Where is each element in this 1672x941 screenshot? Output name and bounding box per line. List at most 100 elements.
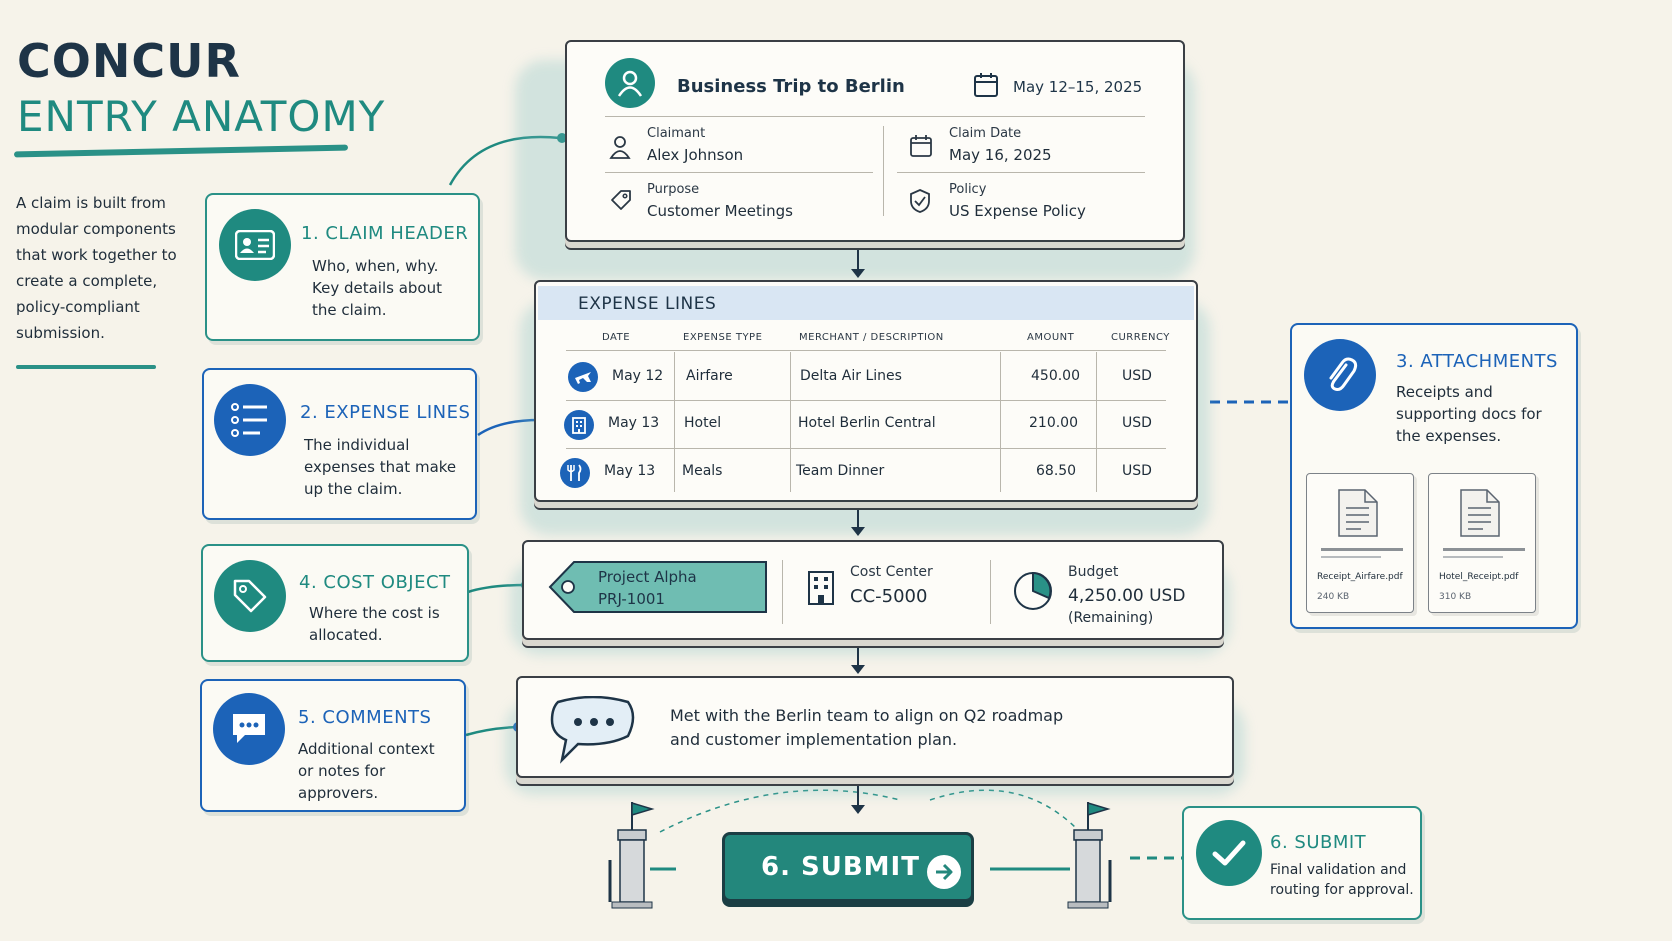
budget-label: Budget — [1068, 564, 1119, 580]
list-icon — [214, 384, 286, 456]
flow-arrow — [851, 786, 865, 814]
callout-comments: 5. COMMENTS Additional context or notes … — [200, 679, 466, 812]
trip-title: Business Trip to Berlin — [677, 76, 905, 97]
trip-dates: May 12–15, 2025 — [1013, 78, 1143, 96]
callout-desc: The individual expenses that make up the… — [304, 436, 457, 498]
flow-arrow — [851, 648, 865, 674]
table-row[interactable]: May 12 Airfare Delta Air Lines 450.00 US… — [536, 352, 1196, 400]
calendar-icon — [974, 73, 998, 97]
attachment-file[interactable]: Receipt_Airfare.pdf 240 KB — [1306, 473, 1414, 613]
callout-title: 5. COMMENTS — [298, 707, 432, 728]
tag-icon — [214, 560, 286, 632]
row-merchant: Hotel Berlin Central — [798, 415, 936, 431]
submit-button[interactable]: 6. SUBMIT — [722, 832, 974, 902]
check-icon — [1196, 820, 1262, 886]
claimant-label: Claimant — [647, 126, 706, 141]
attachment-file[interactable]: Hotel_Receipt.pdf 310 KB — [1428, 473, 1536, 613]
cost-object-panel: Project Alpha PRJ-1001 Cost Center CC-50… — [522, 540, 1224, 640]
row-date: May 12 — [612, 368, 664, 384]
pie-chart-icon — [1014, 571, 1052, 610]
purpose-value: Customer Meetings — [647, 202, 793, 220]
project-tag[interactable]: Project Alpha PRJ-1001 — [548, 558, 770, 616]
callout-desc: Additional context or notes for approver… — [298, 740, 435, 802]
flow-arrow — [851, 510, 865, 536]
document-icon — [1338, 489, 1378, 537]
building-icon — [808, 571, 834, 605]
airplane-icon — [568, 362, 598, 392]
cost-center-label: Cost Center — [850, 564, 933, 580]
callout-title: 1. CLAIM HEADER — [301, 223, 469, 244]
callout-cost-object: 4. COST OBJECT Where the cost is allocat… — [201, 544, 469, 662]
attachment-size: 240 KB — [1317, 592, 1350, 602]
column-header: CURRENCY — [1111, 332, 1170, 343]
purpose-label: Purpose — [647, 182, 700, 197]
callout-title: 6. SUBMIT — [1270, 832, 1367, 853]
row-type: Airfare — [686, 368, 733, 384]
row-type: Meals — [682, 463, 723, 479]
speech-bubble-icon — [550, 696, 635, 764]
callout-desc: Receipts and supporting docs for the exp… — [1396, 383, 1542, 445]
row-merchant: Team Dinner — [796, 463, 885, 479]
row-currency: USD — [1122, 463, 1152, 479]
table-row[interactable]: May 13 Meals Team Dinner 68.50 USD — [536, 448, 1196, 496]
expense-lines-panel: EXPENSE LINES DATE EXPENSE TYPE MERCHANT… — [534, 280, 1198, 502]
row-currency: USD — [1122, 368, 1152, 384]
claimant-value: Alex Johnson — [647, 146, 744, 164]
row-currency: USD — [1122, 415, 1152, 431]
column-header: EXPENSE TYPE — [683, 332, 763, 343]
calendar-icon — [910, 135, 932, 157]
claim-date-label: Claim Date — [949, 126, 1022, 141]
submit-label: 6. SUBMIT — [761, 852, 920, 882]
callout-desc: Final validation and routing for approva… — [1270, 862, 1414, 898]
page-title-line2: ENTRY ANATOMY — [17, 92, 386, 141]
callout-claim-header: 1. CLAIM HEADER Who, when, why. Key deta… — [205, 193, 480, 341]
callout-expense-lines: 2. EXPENSE LINES The individual expenses… — [202, 368, 477, 520]
cost-center-value: CC-5000 — [850, 586, 928, 607]
callout-title: 4. COST OBJECT — [299, 572, 451, 593]
attachment-size: 310 KB — [1439, 592, 1472, 602]
document-icon — [1460, 489, 1500, 537]
person-icon — [609, 136, 631, 159]
row-date: May 13 — [604, 463, 656, 479]
budget-value: 4,250.00 USD — [1068, 586, 1186, 606]
tag-icon — [611, 190, 631, 210]
row-amount: 68.50 — [1036, 463, 1077, 479]
shield-icon — [910, 189, 930, 213]
user-icon — [605, 58, 655, 108]
callout-attachments: 3. ATTACHMENTS Receipts and supporting d… — [1290, 323, 1578, 629]
column-header: MERCHANT / DESCRIPTION — [799, 332, 944, 343]
attachment-name: Hotel_Receipt.pdf — [1439, 572, 1519, 582]
claim-date-value: May 16, 2025 — [949, 146, 1052, 164]
utensils-icon — [560, 458, 590, 488]
callout-title: 3. ATTACHMENTS — [1396, 351, 1558, 372]
column-header: DATE — [602, 332, 631, 343]
callout-desc: Who, when, why. Key details about the cl… — [312, 257, 442, 319]
expense-panel-title: EXPENSE LINES — [578, 294, 717, 314]
policy-label: Policy — [949, 182, 987, 197]
id-card-icon — [219, 209, 291, 281]
hotel-icon — [564, 410, 594, 440]
attachment-name: Receipt_Airfare.pdf — [1317, 572, 1403, 582]
callout-title: 2. EXPENSE LINES — [300, 402, 471, 423]
row-amount: 450.00 — [1031, 368, 1080, 384]
gate-post-left — [608, 801, 655, 909]
row-amount: 210.00 — [1029, 415, 1078, 431]
project-name: Project Alpha — [598, 568, 697, 586]
budget-note: (Remaining) — [1068, 610, 1154, 626]
intro-underline — [16, 365, 156, 369]
project-code: PRJ-1001 — [598, 590, 665, 608]
policy-value: US Expense Policy — [949, 202, 1086, 220]
page-title-line1: CONCUR — [17, 34, 241, 88]
arrow-right-icon — [927, 855, 961, 889]
chat-icon — [213, 693, 285, 765]
row-date: May 13 — [608, 415, 660, 431]
claim-header-panel: Business Trip to Berlin May 12–15, 2025 … — [565, 40, 1185, 242]
row-type: Hotel — [684, 415, 722, 431]
paperclip-icon — [1304, 339, 1376, 411]
intro-text: A claim is built from modular components… — [16, 194, 177, 342]
table-row[interactable]: May 13 Hotel Hotel Berlin Central 210.00… — [536, 400, 1196, 448]
comment-line1: Met with the Berlin team to align on Q2 … — [670, 706, 1064, 725]
gate-post-right — [1067, 801, 1112, 909]
callout-submit: 6. SUBMIT Final validation and routing f… — [1182, 806, 1422, 920]
comments-panel: Met with the Berlin team to align on Q2 … — [516, 676, 1234, 778]
